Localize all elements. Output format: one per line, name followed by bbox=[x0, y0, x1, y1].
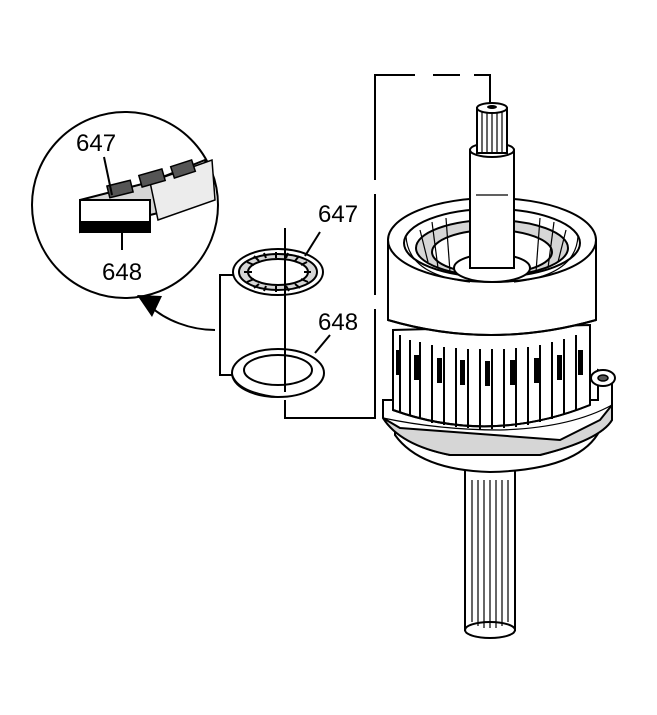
callout-detail-647: 647 bbox=[76, 130, 116, 157]
callout-detail-648: 648 bbox=[102, 259, 142, 286]
callout-bearing-647: 647 bbox=[318, 201, 358, 228]
curved-arrow-icon bbox=[137, 295, 216, 331]
upper-drum-housing bbox=[387, 197, 597, 336]
thrust-washer-648: 648 bbox=[231, 309, 358, 398]
lower-splined-shaft bbox=[464, 459, 516, 639]
callout-washer-648: 648 bbox=[318, 309, 358, 336]
leader-detail-647 bbox=[103, 156, 113, 196]
detail-magnifier: 647 648 bbox=[31, 111, 219, 299]
group-bracket bbox=[219, 274, 238, 376]
assembly-path bbox=[284, 70, 491, 419]
leader-washer-648 bbox=[314, 334, 331, 354]
output-shaft-assembly bbox=[382, 102, 616, 639]
leader-bearing-647 bbox=[304, 231, 321, 257]
thrust-bearing-647: 647 bbox=[232, 201, 358, 296]
upper-shaft bbox=[453, 102, 531, 283]
clutch-pack bbox=[392, 323, 591, 429]
